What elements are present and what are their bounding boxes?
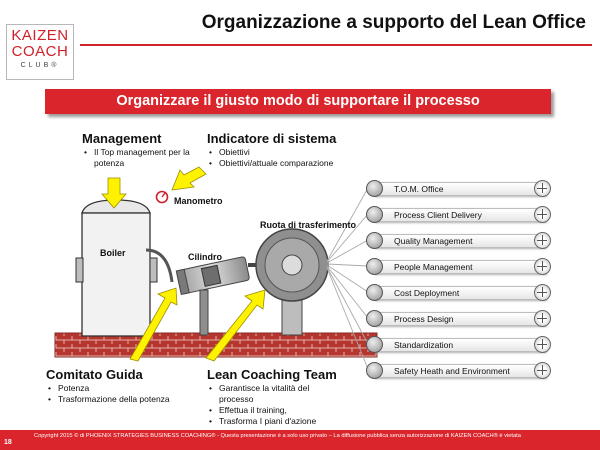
process-item-label: Process Design	[394, 314, 454, 324]
ruota-label: Ruota di trasferimento	[260, 220, 357, 230]
process-item-label: Cost Deployment	[394, 288, 460, 298]
indicatore-bullet: Obiettivi/attuale comparazione	[207, 158, 367, 169]
logo-text-club: CLUB®	[20, 62, 60, 69]
yellow-arrows	[101, 166, 266, 362]
comitato-bullet: Potenza	[46, 383, 206, 394]
boiler-label: Boiler	[100, 248, 126, 258]
comitato-bullets: Potenza Trasformazione della potenza	[46, 383, 206, 405]
boiler-pipe	[145, 248, 174, 283]
lean-team-bullets: Garantisce la vitalità del processo Effe…	[207, 383, 337, 427]
target-crosshair-v	[541, 235, 543, 245]
management-bullet: Il Top management per la potenza	[82, 147, 190, 169]
process-item: People Management	[366, 258, 554, 276]
arrow-comitato-up	[129, 287, 178, 362]
logo-text-kaizen: KAIZEN	[11, 27, 69, 44]
process-item-dot-icon	[366, 336, 383, 353]
process-item-label: Process Client Delivery	[394, 210, 482, 220]
target-crosshair-v	[541, 339, 543, 349]
process-item-dot-icon	[366, 258, 383, 275]
cylinder-support	[199, 289, 209, 336]
arrow-management-down	[101, 177, 127, 209]
process-item-target-icon	[534, 232, 551, 249]
manometer	[155, 190, 169, 204]
copyright-text: Copyright 2015 © di PHOENIX STRATEGIES B…	[34, 433, 521, 439]
process-item-target-icon	[534, 258, 551, 275]
cylinder	[175, 256, 250, 336]
target-crosshair-v	[541, 183, 543, 193]
process-item-target-icon	[534, 362, 551, 379]
process-item-target-icon	[534, 336, 551, 353]
process-item-dot-icon	[366, 232, 383, 249]
banner: Organizzare il giusto modo di supportare…	[45, 89, 551, 114]
boiler-body	[81, 212, 151, 337]
arrow-indicatore	[171, 166, 207, 191]
boiler	[75, 199, 174, 337]
target-crosshair-v	[541, 209, 543, 219]
boiler-left-handle	[75, 257, 84, 283]
indicatore-bullets: Obiettivi Obiettivi/attuale comparazione	[207, 147, 367, 169]
process-item-label: Safety Heath and Environment	[394, 366, 510, 376]
target-crosshair-v	[541, 365, 543, 375]
process-item-dot-icon	[366, 284, 383, 301]
kaizen-coach-logo: KAIZEN COACH CLUB®	[6, 24, 74, 80]
target-crosshair-v	[541, 313, 543, 323]
process-item-target-icon	[534, 180, 551, 197]
cylinder-piston	[200, 264, 222, 287]
title-underline	[80, 44, 592, 46]
process-item-dot-icon	[366, 362, 383, 379]
process-item-target-icon	[534, 206, 551, 223]
process-item-target-icon	[534, 310, 551, 327]
target-crosshair-v	[541, 287, 543, 297]
target-crosshair-v	[541, 261, 543, 271]
lean-team-heading: Lean Coaching Team	[207, 367, 337, 382]
indicatore-bullet: Obiettivi	[207, 147, 367, 158]
process-item-dot-icon	[366, 180, 383, 197]
process-item: Safety Heath and Environment	[366, 362, 554, 380]
process-item-label: People Management	[394, 262, 473, 272]
manometer-needle	[161, 192, 166, 198]
management-bullets: Il Top management per la potenza	[82, 147, 190, 169]
page-title: Organizzazione a supporto del Lean Offic…	[201, 12, 586, 33]
lean-team-bullet: Trasforma I piani d'azione	[207, 416, 337, 427]
process-item: Cost Deployment	[366, 284, 554, 302]
process-item: Process Client Delivery	[366, 206, 554, 224]
connector-lines	[326, 187, 369, 370]
process-item-target-icon	[534, 284, 551, 301]
arrow-lean-up	[205, 289, 266, 362]
process-item: T.O.M. Office	[366, 180, 554, 198]
process-item-label: T.O.M. Office	[394, 184, 444, 194]
logo-text-coach: COACH	[11, 43, 69, 60]
process-item-label: Quality Management	[394, 236, 473, 246]
process-item-dot-icon	[366, 206, 383, 223]
comitato-heading: Comitato Guida	[46, 367, 143, 382]
indicatore-heading: Indicatore di sistema	[207, 131, 337, 146]
transfer-wheel	[255, 228, 329, 336]
process-item: Standardization	[366, 336, 554, 354]
process-item-dot-icon	[366, 310, 383, 327]
lean-team-bullet: Effettua il training,	[207, 405, 337, 416]
manometro-label: Manometro	[174, 196, 223, 206]
process-item: Quality Management	[366, 232, 554, 250]
management-heading: Management	[82, 131, 162, 146]
cilindro-label: Cilindro	[188, 252, 222, 262]
comitato-bullet: Trasformazione della potenza	[46, 394, 206, 405]
lean-team-bullet: Garantisce la vitalità del processo	[207, 383, 337, 405]
process-item: Process Design	[366, 310, 554, 328]
boiler-right-handle	[149, 257, 158, 283]
page-number: 18	[4, 439, 12, 446]
process-item-label: Standardization	[394, 340, 454, 350]
footer-bar: 18 Copyright 2015 © di PHOENIX STRATEGIE…	[0, 430, 600, 450]
wheel-hub	[281, 254, 303, 276]
